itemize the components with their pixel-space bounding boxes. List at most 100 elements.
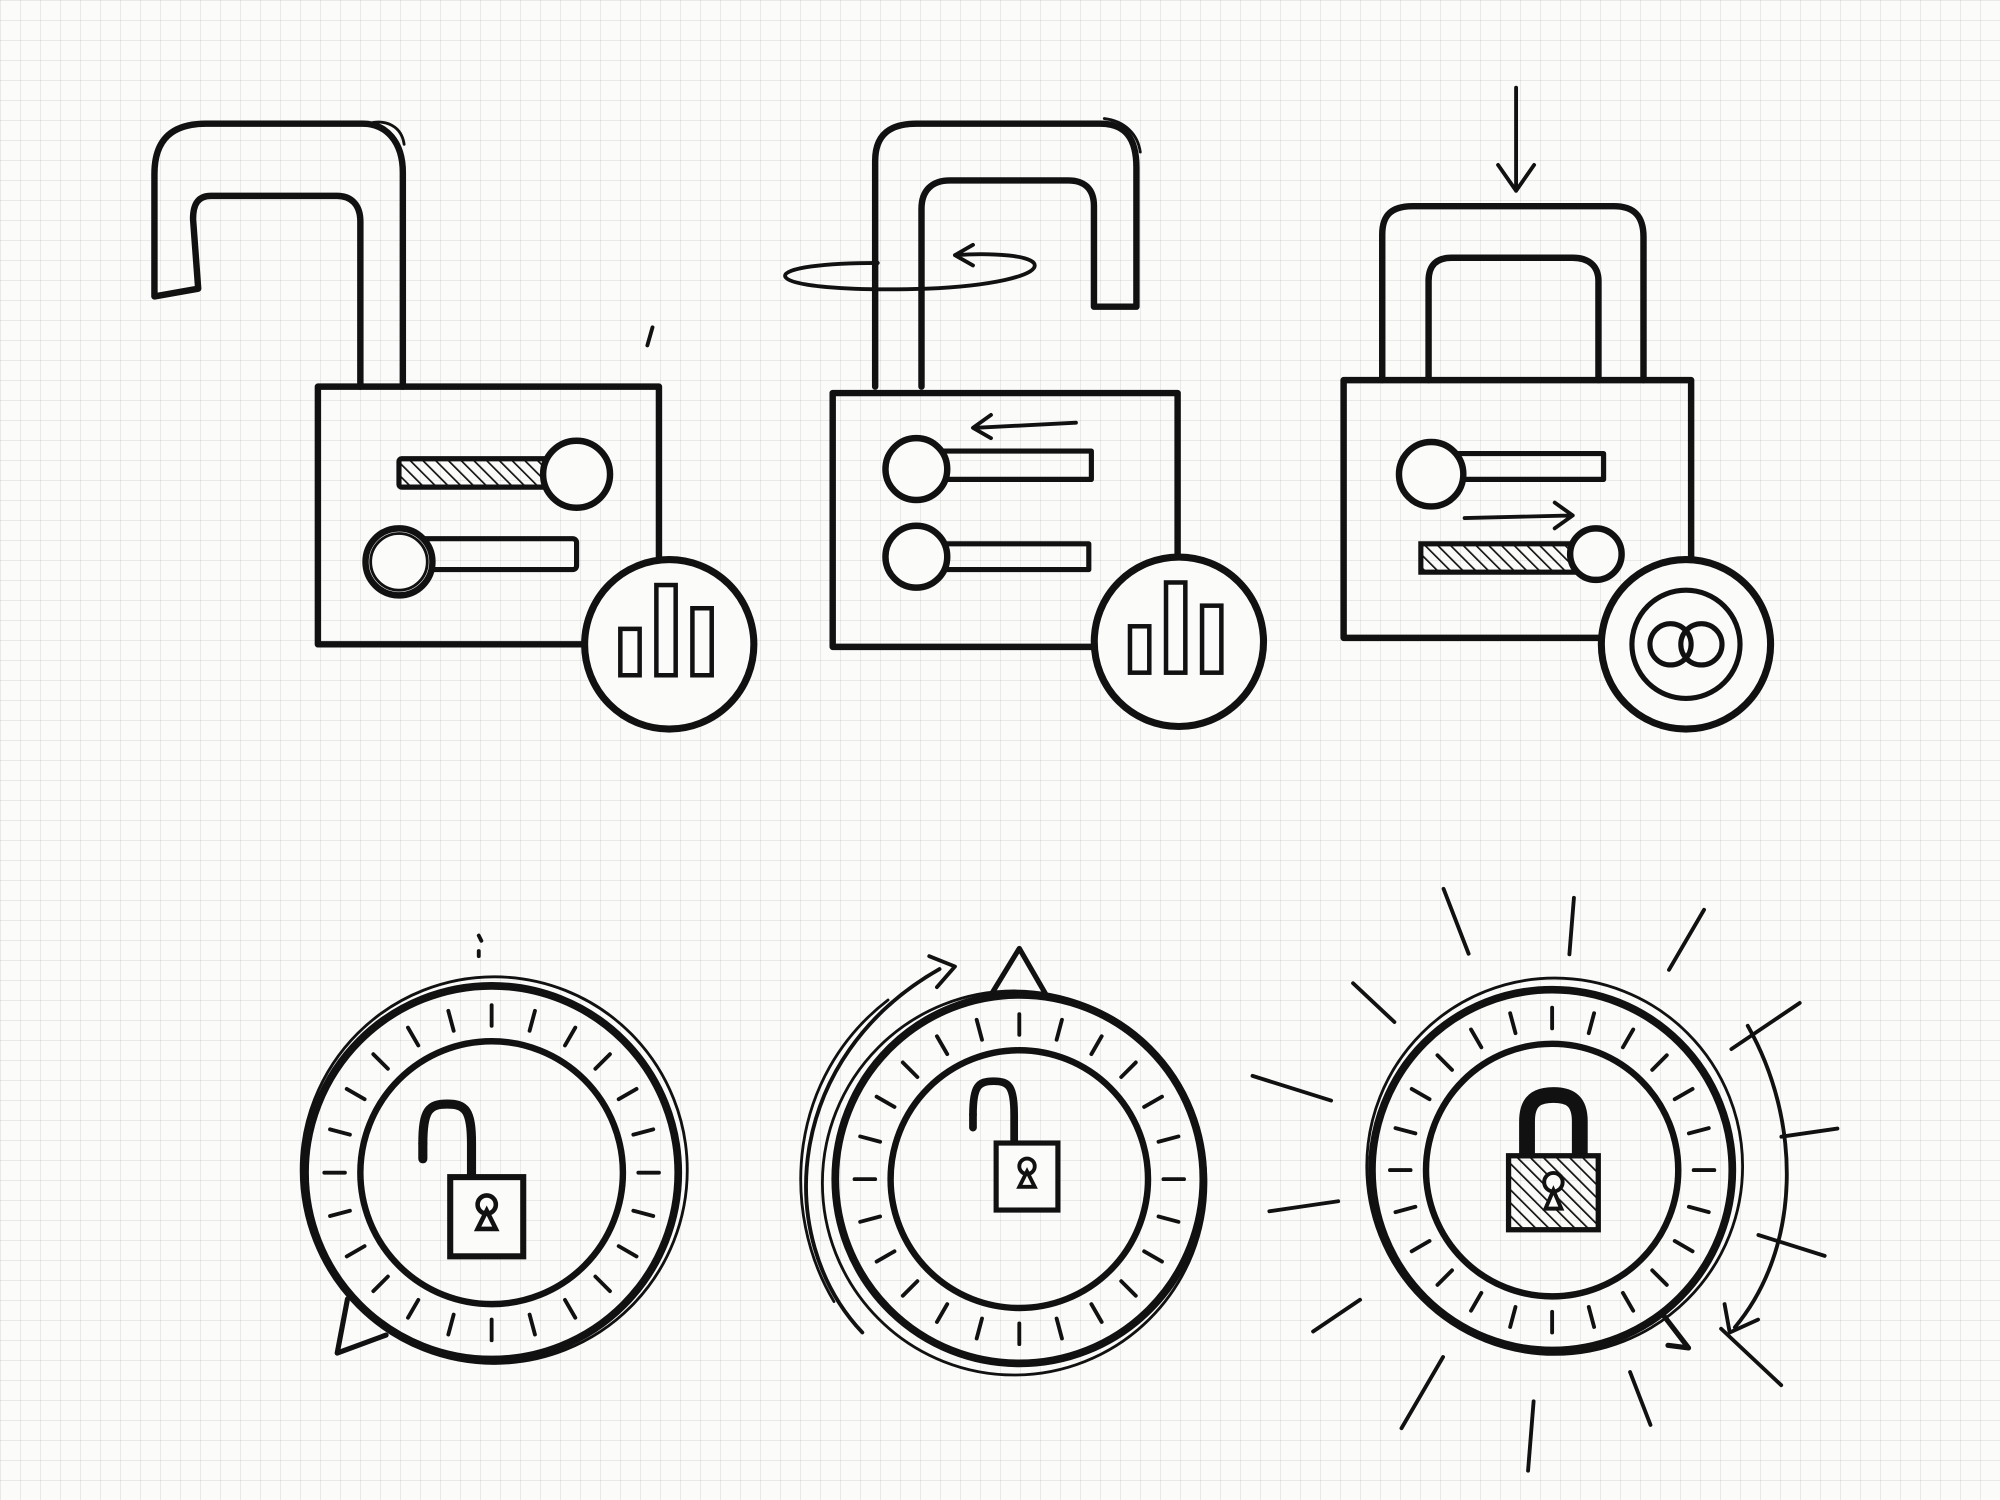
burst-ray [1667, 907, 1706, 972]
burst-ray [1441, 886, 1471, 956]
slide-right-arrow [1462, 500, 1575, 531]
dial-tick [858, 1214, 883, 1224]
dial-tick [1393, 1126, 1418, 1136]
dial-tick [1672, 1239, 1695, 1254]
dial-tick [874, 1094, 897, 1109]
dial-outer-ring [301, 981, 683, 1364]
lock-body [1340, 376, 1695, 642]
dial-tick [616, 1086, 639, 1102]
dial-tick [1469, 1027, 1484, 1050]
dial-tick [935, 1034, 950, 1057]
dial-tick [328, 1208, 352, 1218]
dial-tick [527, 1008, 537, 1033]
dial-outer-ring [831, 990, 1208, 1368]
burst-ray [1250, 1073, 1334, 1103]
burst-ray [1729, 1001, 1802, 1052]
dial-tick [1508, 1305, 1518, 1329]
dial-tick [563, 1025, 578, 1048]
lock-body [314, 383, 663, 648]
burst-rays [1250, 886, 1840, 1473]
link-rings-icon [1601, 559, 1771, 729]
dial-tick [527, 1312, 537, 1337]
dial-tick [406, 1297, 421, 1320]
burst-ray [1567, 895, 1576, 957]
dial-tick [1393, 1204, 1418, 1215]
toggle-switch-off [1395, 438, 1607, 510]
burst-ray [1311, 1297, 1362, 1334]
burst-ray [1399, 1355, 1445, 1431]
lock-dial-locked [1250, 886, 1840, 1473]
dial-tick [406, 1025, 421, 1048]
dial-tick [900, 1279, 920, 1298]
dial-tick [593, 1274, 612, 1294]
dial-tick [1620, 1290, 1636, 1313]
bar-chart-icon [1094, 557, 1264, 727]
toggle-switch-off [362, 525, 580, 599]
dial-tick [858, 1134, 883, 1144]
dial-tick [1142, 1094, 1164, 1109]
dial-tick [593, 1052, 612, 1071]
lock-dial-rotating [799, 945, 1208, 1377]
dial-tick [563, 1297, 578, 1320]
dial-tick [1469, 1290, 1484, 1313]
dial-tick [1620, 1027, 1636, 1050]
lock-dial-unlocked [299, 933, 689, 1365]
open-padlock-icon [423, 1104, 523, 1256]
toggle-switch-on [1418, 525, 1625, 584]
lock-body [829, 389, 1181, 651]
dial-tick [900, 1060, 920, 1080]
dial-tick [446, 1008, 456, 1033]
dial-tick [631, 1208, 656, 1218]
dial-tick [1142, 1249, 1164, 1264]
closed-shackle [1379, 202, 1647, 384]
dial-inner-ring [887, 1047, 1152, 1312]
dial-tick [1156, 1214, 1181, 1224]
dial-inner-ring [357, 1038, 627, 1308]
dial-tick [1119, 1279, 1138, 1298]
dial-pointer [988, 945, 1051, 1000]
rotation-arc-arrow [804, 954, 957, 1335]
dial-pointer [334, 1296, 389, 1356]
dial-inner-ring [1422, 1040, 1682, 1300]
dial-ticks [322, 1003, 661, 1343]
closed-padlock-icon [1509, 1095, 1599, 1230]
burst-ray [1267, 1199, 1341, 1214]
dial-outer-ring [1368, 985, 1737, 1355]
dial-tick [344, 1086, 367, 1102]
burst-ray [1628, 1370, 1653, 1427]
burst-ray [1719, 1326, 1784, 1388]
dial-tick [1409, 1086, 1432, 1102]
bar-chart-icon [584, 559, 754, 729]
padlock-frame-locked [1340, 85, 1771, 730]
dial-tick [328, 1127, 352, 1137]
dial-ticks [1388, 1005, 1717, 1335]
dial-tick [1650, 1053, 1669, 1072]
dial-pointer [1660, 1311, 1692, 1351]
toggle-switch-on [396, 437, 614, 511]
dial-tick [446, 1312, 456, 1337]
dial-tick [1686, 1126, 1711, 1136]
burst-ray [1756, 1233, 1827, 1258]
burst-ray [1779, 1126, 1840, 1139]
dial-tick [1508, 1011, 1518, 1036]
dial-tick [974, 1017, 984, 1042]
dial-tick [874, 1249, 897, 1264]
slide-left-arrow [971, 413, 1078, 441]
dial-tick [1089, 1034, 1104, 1057]
dial-tick [1586, 1011, 1597, 1036]
dial-tick [371, 1274, 390, 1294]
dial-tick [1672, 1086, 1695, 1102]
burst-ray [1526, 1399, 1536, 1473]
dial-tick [974, 1316, 984, 1341]
rotation-arrow [783, 242, 1037, 292]
rotating-shackle [871, 120, 1140, 390]
dial-tick [344, 1244, 367, 1259]
dial-tick [1586, 1305, 1597, 1329]
dial-tick [1054, 1316, 1064, 1341]
dial-tick [1435, 1053, 1454, 1072]
dial-tick [631, 1127, 656, 1137]
raised-shackle [151, 120, 407, 390]
padlock-frame-closing [783, 117, 1264, 727]
dial-tick [1054, 1017, 1064, 1042]
